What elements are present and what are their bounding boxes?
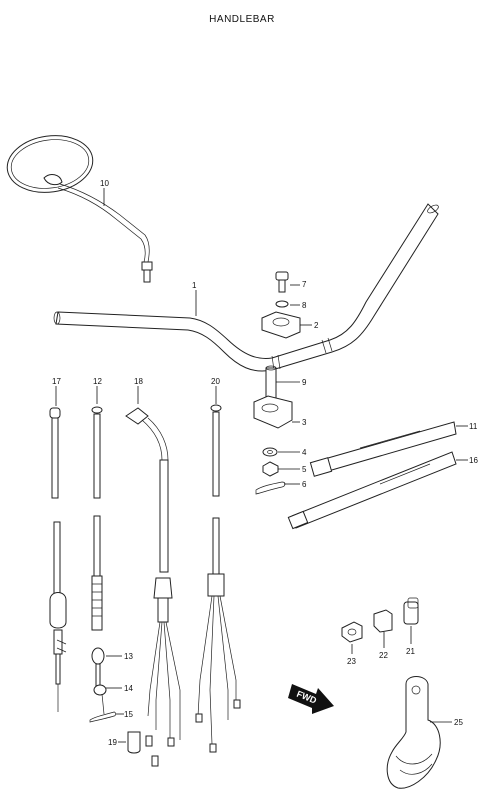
cover-19 [118, 731, 141, 754]
washer [262, 447, 300, 457]
handlebar [53, 203, 439, 372]
callout-17: 17 [52, 377, 61, 386]
clamp-bolt [275, 271, 300, 293]
callout-8: 8 [302, 301, 307, 310]
cable-holder-25 [386, 676, 452, 789]
clamp-22 [373, 609, 393, 648]
callout-13: 13 [124, 652, 133, 661]
callout-11: 11 [469, 422, 478, 431]
callout-9: 9 [302, 378, 307, 387]
diagram-title: HANDLEBAR [209, 14, 275, 25]
band-11 [309, 421, 468, 477]
clamp-23 [341, 621, 363, 654]
cotter-pin [255, 481, 300, 495]
callout-20: 20 [211, 377, 220, 386]
mirror [6, 135, 153, 283]
cable-12 [91, 386, 122, 715]
callout-19: 19 [108, 738, 117, 747]
clamp-21 [403, 597, 419, 644]
adjuster-15 [89, 711, 124, 723]
holder-stud [265, 365, 300, 399]
callout-14: 14 [124, 684, 133, 693]
callout-7: 7 [302, 280, 307, 289]
lower-holder [253, 395, 300, 429]
callout-15: 15 [124, 710, 133, 719]
callout-4: 4 [302, 448, 307, 457]
fwd-arrow: FWD [288, 684, 334, 714]
cable-17 [49, 386, 67, 712]
cable-20 [195, 386, 241, 753]
callout-3: 3 [302, 418, 307, 427]
callout-25: 25 [454, 718, 463, 727]
lock-washer [275, 300, 300, 308]
callout-16: 16 [469, 456, 478, 465]
upper-holder [261, 311, 312, 339]
callout-18: 18 [134, 377, 143, 386]
callout-5: 5 [302, 465, 307, 474]
callout-23: 23 [347, 657, 356, 666]
callout-21: 21 [406, 647, 415, 656]
callout-22: 22 [379, 651, 388, 660]
callout-2: 2 [314, 321, 319, 330]
callout-6: 6 [302, 480, 307, 489]
callout-12: 12 [93, 377, 102, 386]
band-16 [287, 451, 468, 530]
cable-18 [125, 386, 181, 767]
nut [262, 461, 300, 477]
callout-1: 1 [192, 281, 197, 290]
callout-10: 10 [100, 179, 109, 188]
